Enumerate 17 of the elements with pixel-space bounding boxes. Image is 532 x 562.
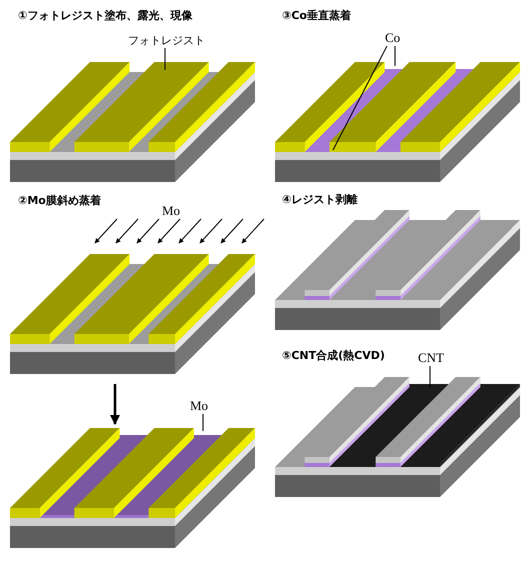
leader-line: [394, 46, 396, 66]
callout-label: フォトレジスト: [128, 33, 205, 48]
process-arrow: [110, 384, 120, 425]
leader-line: [202, 414, 204, 432]
step-heading: ④レジスト剥離: [282, 192, 358, 207]
step-heading: ③Co垂直蒸着: [282, 8, 351, 23]
callout-label: Co: [385, 30, 400, 46]
callout-label: CNT: [418, 350, 444, 366]
wafer-cross-section-drawing: [10, 428, 255, 548]
step-heading: ①フォトレジスト塗布、露光、現像: [18, 8, 192, 23]
leader-line: [332, 46, 388, 150]
wafer-cross-section-drawing: [10, 254, 255, 374]
callout-label: Mo: [190, 398, 208, 414]
step-heading: ②Mo膜斜め蒸着: [18, 193, 101, 208]
material-label: Mo: [162, 203, 180, 219]
step-heading: ⑤CNT合成(熱CVD): [282, 348, 385, 363]
leader-line: [164, 48, 166, 70]
